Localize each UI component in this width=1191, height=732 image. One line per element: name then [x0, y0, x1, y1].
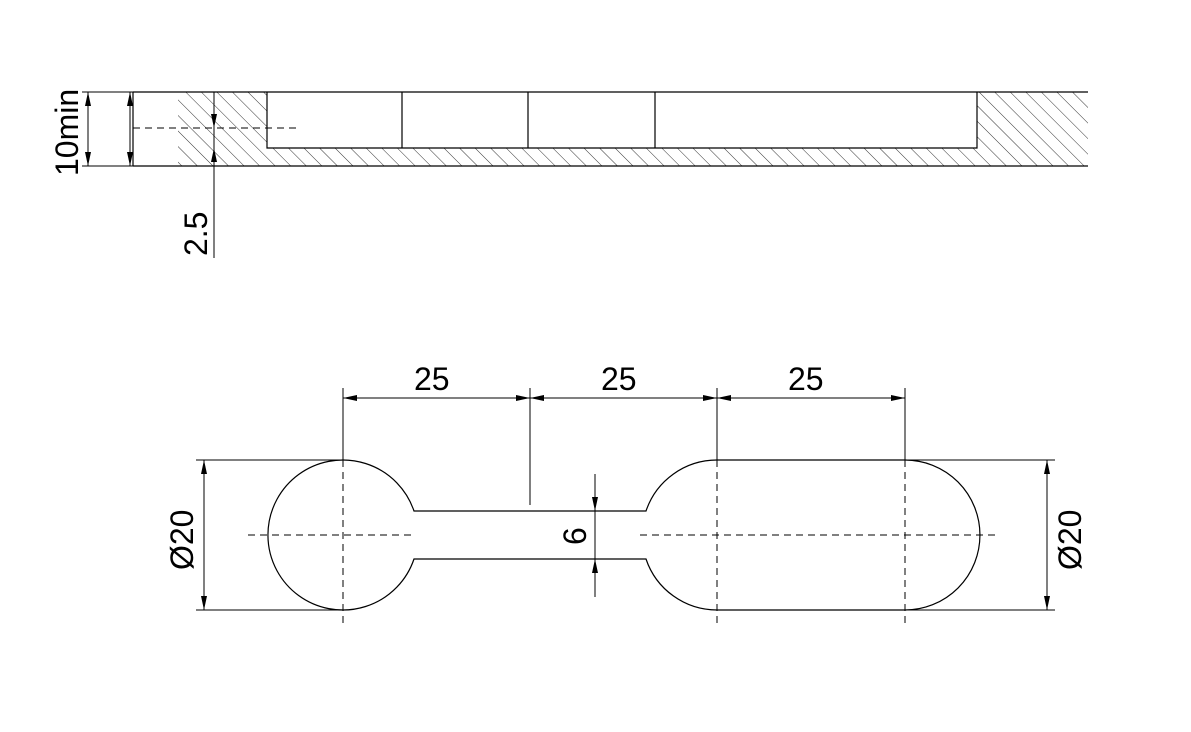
hatch-right-block: [977, 92, 1088, 166]
dim-thickness-arrow-bottom: [85, 152, 91, 166]
dim-thickness-arrow-top: [85, 92, 91, 106]
dim-depth-arrow-bottom: [211, 148, 217, 162]
groove-outline: [266, 92, 978, 149]
dim-spacing-2-arrow-left: [530, 395, 544, 401]
label-spacing-2: 25: [601, 361, 637, 397]
dim-spacing-1-arrow-right: [516, 395, 530, 401]
section-view: 10min 2.5: [49, 89, 1088, 258]
dim-neck-arrow-top: [592, 497, 598, 511]
label-thickness: 10min: [49, 89, 85, 176]
dim-depth-arrow-top: [211, 114, 217, 128]
dim-diameter-right-arrow-bottom: [1044, 596, 1050, 610]
dim-diameter-right-arrow-top: [1044, 460, 1050, 474]
dim-thickness-arrow-bottom-2: [127, 152, 133, 166]
dim-diameter-left-arrow-top: [201, 460, 207, 474]
dim-diameter-left-arrow-bottom: [201, 596, 207, 610]
hatch-bottom-strip: [267, 148, 977, 166]
dim-spacing-3-arrow-left: [717, 395, 731, 401]
hatch-left-block: [178, 92, 267, 166]
label-spacing-1: 25: [414, 361, 450, 397]
dim-spacing-3-arrow-right: [891, 395, 905, 401]
label-depth: 2.5: [178, 212, 214, 256]
dim-neck-arrow-bottom: [592, 559, 598, 573]
specimen-outline: [267, 459, 981, 611]
label-diameter-left: Ø20: [164, 510, 200, 570]
label-spacing-3: 25: [788, 361, 824, 397]
dim-spacing-2-arrow-right: [703, 395, 717, 401]
label-diameter-right: Ø20: [1052, 510, 1088, 570]
plan-view: 25 25 25 6 Ø20 Ø20: [164, 361, 1088, 628]
dim-spacing-1-arrow-left: [343, 395, 357, 401]
dim-thickness-arrow-top-2: [127, 92, 133, 106]
label-neck-width: 6: [557, 527, 593, 545]
